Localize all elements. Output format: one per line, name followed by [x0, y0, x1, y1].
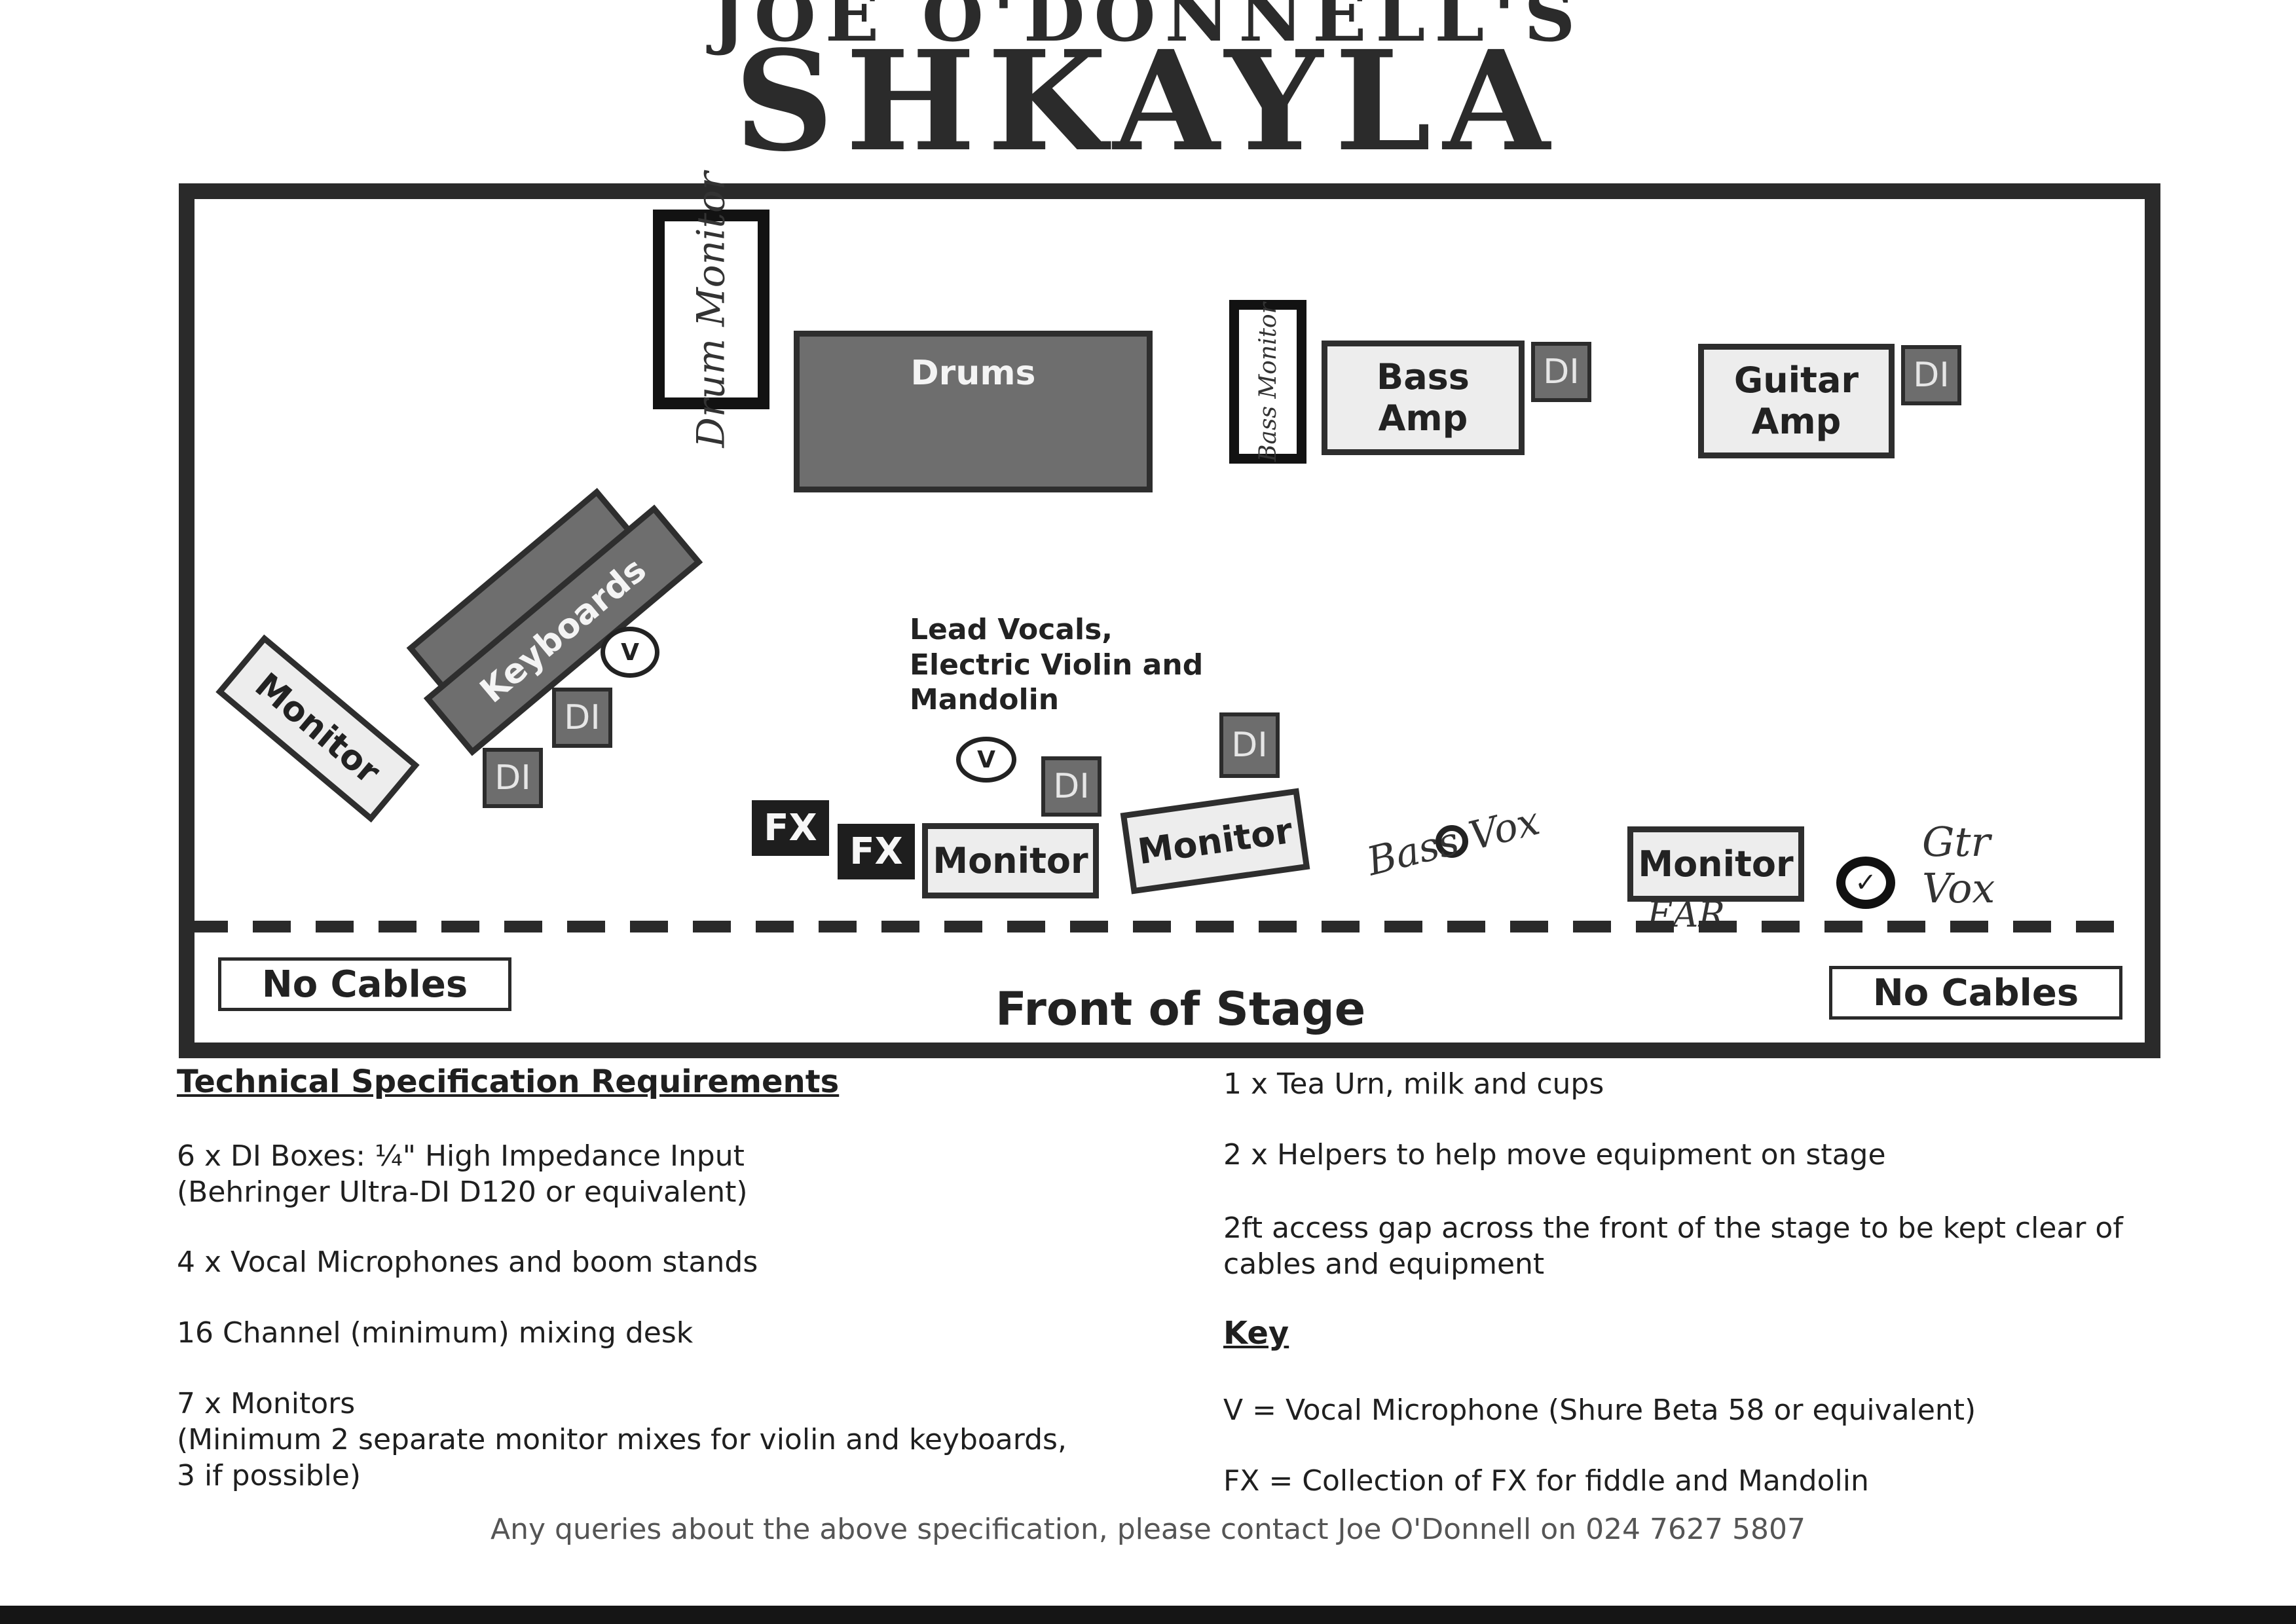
di-label: DI	[1913, 356, 1950, 395]
front-gap-line	[190, 921, 2115, 932]
fx-unit-1: FX	[752, 800, 829, 856]
key-item-fx: FX = Collection of FX for fiddle and Man…	[1223, 1464, 1869, 1498]
no-cables-left: No Cables	[218, 957, 511, 1011]
di-label: DI	[564, 698, 601, 737]
di-label: DI	[1543, 352, 1580, 392]
guitar-vox-mic-icon: ✓	[1836, 857, 1895, 909]
no-cables-right: No Cables	[1829, 966, 2122, 1020]
spec-item-di-boxes: 6 x DI Boxes: ¼" High Impedance Input (B…	[177, 1139, 748, 1209]
di-box-keyboards-2: DI	[483, 748, 543, 808]
lead-vocals-note: Lead Vocals, Electric Violin and Mandoli…	[910, 613, 1204, 717]
guitar-amp-label: Guitar Amp	[1733, 360, 1859, 442]
spec-item-mixing-desk: 16 Channel (minimum) mixing desk	[177, 1316, 694, 1350]
bass-amp: Bass Amp	[1322, 341, 1525, 455]
vocal-mic-label: V	[621, 638, 639, 666]
spec-item-access-gap: 2ft access gap across the front of the s…	[1223, 1211, 2123, 1281]
bass-vox-mic-icon	[1435, 825, 1468, 858]
guitar-amp: Guitar Amp	[1698, 344, 1895, 458]
fx-unit-2: FX	[838, 824, 915, 879]
contact-line: Any queries about the above specificatio…	[491, 1513, 1805, 1546]
spec-item-tea-urn: 1 x Tea Urn, milk and cups	[1223, 1067, 1604, 1101]
fx-label: FX	[764, 807, 817, 849]
no-cables-label: No Cables	[1872, 971, 2079, 1014]
front-of-stage-label: Front of Stage	[995, 982, 1366, 1036]
monitor-label: Monitor	[1135, 809, 1295, 873]
stage-outline	[179, 183, 2160, 1058]
spec-item-helpers: 2 x Helpers to help move equipment on st…	[1223, 1138, 1886, 1172]
spec-item-monitors: 7 x Monitors (Minimum 2 separate monitor…	[177, 1387, 1067, 1492]
no-cables-label: No Cables	[261, 963, 468, 1006]
monitor-label: Monitor	[933, 840, 1088, 881]
spec-item-vocal-mics: 4 x Vocal Microphones and boom stands	[177, 1246, 758, 1279]
drum-monitor-label: Drum Monitor	[689, 171, 733, 448]
fx-label: FX	[849, 830, 903, 873]
di-box-keyboards-1: DI	[552, 688, 612, 748]
bass-monitor-label: Bass Monitor	[1254, 302, 1282, 462]
drums: Drums	[794, 331, 1153, 492]
spec-heading: Technical Specification Requirements	[177, 1063, 840, 1100]
guitar-vox-note: Gtr Vox	[1922, 818, 1995, 913]
monitor-right: Monitor	[1627, 826, 1804, 902]
vocal-mic-lead: V	[956, 737, 1016, 783]
vocal-mic-label: V	[977, 746, 995, 773]
vocal-mic-keyboards: V	[601, 627, 659, 678]
scan-edge	[0, 1606, 2296, 1624]
di-label: DI	[494, 758, 531, 798]
di-box-guitar: DI	[1901, 345, 1961, 405]
monitor-lead: Monitor	[922, 823, 1099, 898]
band-title: SHKAYLA	[734, 20, 1562, 182]
drum-monitor: Drum Monitor	[653, 172, 769, 447]
di-box-violin: DI	[1041, 756, 1102, 817]
di-label: DI	[1231, 726, 1268, 765]
key-heading: Key	[1223, 1315, 1289, 1352]
di-box-bass: DI	[1531, 342, 1591, 402]
drums-label: Drums	[910, 354, 1036, 393]
bass-amp-label: Bass Amp	[1377, 356, 1470, 439]
band-subtitle: JOE O'DONNELL'S	[711, 0, 1585, 58]
bass-monitor: Bass Monitor	[1229, 300, 1306, 464]
monitor-label: Monitor	[1638, 843, 1794, 885]
di-box-mandolin: DI	[1219, 712, 1280, 778]
di-label: DI	[1053, 767, 1090, 806]
key-item-vocal-mic: V = Vocal Microphone (Shure Beta 58 or e…	[1223, 1393, 1976, 1427]
